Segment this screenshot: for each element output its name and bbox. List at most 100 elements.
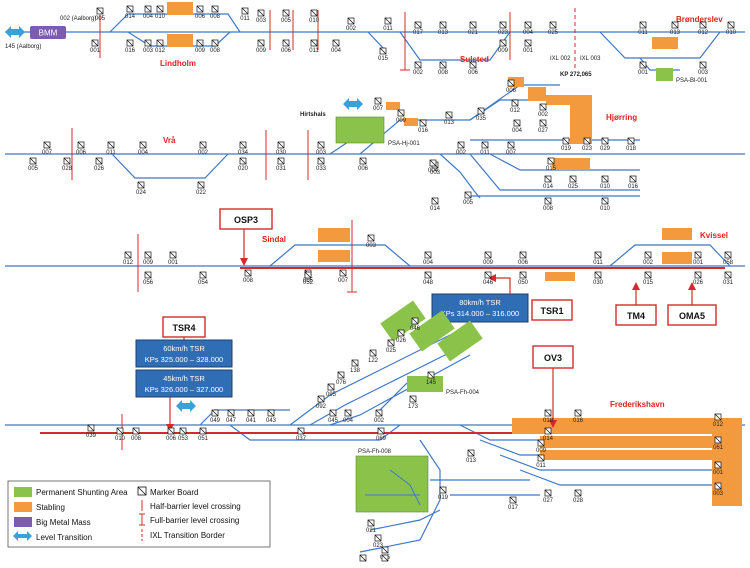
marker-board-004: 004 [138,141,149,156]
marker-board-009: 009 [143,251,154,266]
marker-board-046: 046 [410,317,421,332]
marker-board-003: 003 [316,141,327,156]
marker-board-061: 061 [713,436,724,451]
marker-board-010: 010 [600,197,611,212]
legend-swatch-shunting [14,487,32,497]
shunting-fh008 [355,455,429,513]
marker-board-label: 001 [168,260,179,266]
marker-board-label: 026 [693,280,704,286]
track-row4-branch-south [359,439,441,553]
marker-board-009: 009 [498,39,509,54]
marker-board-021: 021 [366,519,377,534]
place-frederikshavn: Frederikshavn [610,400,665,409]
marker-board-label: 010 [726,30,737,36]
marker-board-003: 003 [143,39,154,54]
marker-board-001: 001 [90,39,101,54]
marker-board-label: 023 [582,146,593,152]
stabling-sindal-1 [318,228,338,242]
marker-board-001: 001 [713,461,724,476]
marker-board-027: 027 [543,489,554,504]
marker-board-006: 006 [76,141,87,156]
marker-board-label: 011 [480,150,490,156]
track-row4-north-2 [309,344,466,426]
marker-board-011: 011 [593,251,603,266]
marker-board-011: 011 [536,454,546,469]
marker-board-label: 006 [166,436,177,442]
marker-board-006: 006 [166,427,177,442]
marker-board-004: 004 [423,251,434,266]
crossings-row2 [71,128,309,180]
marker-board-122: 122 [368,349,379,364]
marker-board-label: 002 [374,418,385,424]
marker-board-009: 009 [396,109,407,124]
marker-board-label: 008 [210,48,221,54]
marker-board-label: 013 [670,30,681,36]
marker-board-003: 003 [256,9,267,24]
marker-board-label: 002 [198,150,209,156]
marker-board-026: 026 [693,271,704,286]
marker-board-012: 012 [123,251,134,266]
callout-tsr4: TSR4 [172,323,195,333]
marker-board-056: 056 [143,271,154,286]
marker-board-013: 013 [444,111,455,126]
stabling-hjorring-3 [546,95,592,105]
callout-ov3: OV3 [544,353,562,363]
callout-ov3-arrowhead [549,420,557,428]
marker-board-label: 028 [573,498,584,504]
shunting-bronderslev [656,68,673,81]
marker-board-label: 014 [125,14,136,20]
marker-board-014: 014 [543,427,554,442]
place-bronderslev: Brønderslev [676,15,723,24]
marker-board-label: 033 [316,166,327,172]
marker-board-label: 008 [210,14,221,20]
marker-board-label: 026 [396,338,407,344]
callout-tm4: TM4 [627,311,645,321]
marker-board-label: 056 [143,280,154,286]
marker-board-label: 004 [331,48,342,54]
marker-board-label: 012 [123,260,134,266]
legend: Permanent Shunting Area Stabling Big Met… [7,480,271,548]
marker-board-004: 004 [523,21,534,36]
marker-boards: 005 014 004 010 006 008 001 016 003 012 009 008 011 0… [28,5,737,568]
marker-board-009: 009 [195,39,206,54]
marker-board-label: 008 [543,206,554,212]
place-lindholm: Lindholm [160,59,196,68]
marker-board-014: 014 [430,197,441,212]
marker-board-046: 046 [483,271,494,286]
marker-board-label: 013 [438,30,449,36]
marker-board-label: 004 [523,30,534,36]
marker-board-label: 046 [483,280,494,286]
marker-board-008: 008 [543,197,554,212]
marker-board-012: 012 [713,413,724,428]
marker-board-003: 003 [366,234,377,249]
tsr1-line1: 80km/h TSR [459,298,501,307]
marker-board-005: 005 [463,191,474,206]
marker-board-002: 002 [456,141,467,156]
marker-board-label: 030 [276,150,287,156]
marker-board-label: 052 [303,280,314,286]
marker-board-045: 045 [328,409,339,424]
marker-board-label: 006 [518,260,529,266]
marker-board-029: 029 [600,137,611,152]
marker-board-010: 010 [309,9,320,24]
marker-board-label: 016 [418,128,429,134]
marker-board-label: 031 [723,280,734,286]
tsr4a-line2: KPs 325.000 – 328.000 [145,355,223,364]
crossings-row1 [99,10,511,71]
marker-board-label: 015 [546,166,557,172]
stabling-hirtshals-1 [386,102,400,110]
marker-board-035: 035 [476,107,487,122]
marker-board-006: 006 [281,39,292,54]
marker-board-001: 001 [638,61,649,76]
marker-board-label: 007 [373,106,384,112]
psa-hj-label: PSA-Hj-001 [388,141,420,147]
marker-board-008: 008 [438,61,449,76]
marker-board-label: 173 [408,404,419,410]
marker-board-label: 029 [600,146,611,152]
marker-board-014: 014 [125,5,136,20]
marker-board-049: 049 [210,409,221,424]
track-row2-hj-lower2 [469,153,640,191]
marker-board-009: 009 [483,251,494,266]
